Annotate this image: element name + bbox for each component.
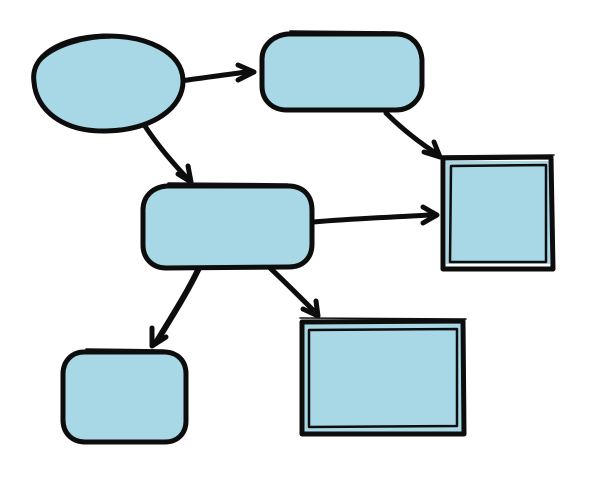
- edge-top-right-to-square: [383, 110, 443, 160]
- edge-oval-to-center: [140, 120, 194, 185]
- node-rounded-bottom-left: [60, 348, 189, 445]
- edge-center-to-bottom-left: [149, 265, 202, 349]
- edge-oval-to-top-right: [178, 62, 257, 84]
- edge-center-to-square: [310, 204, 440, 226]
- node-rect-bottom-center: [299, 317, 467, 437]
- node-rounded-center: [140, 182, 315, 271]
- node-oval-top-left: [31, 33, 186, 134]
- node-rounded-top-right: [259, 30, 425, 113]
- edge-center-to-bottom-center: [266, 264, 321, 319]
- node-square-right: [439, 154, 556, 272]
